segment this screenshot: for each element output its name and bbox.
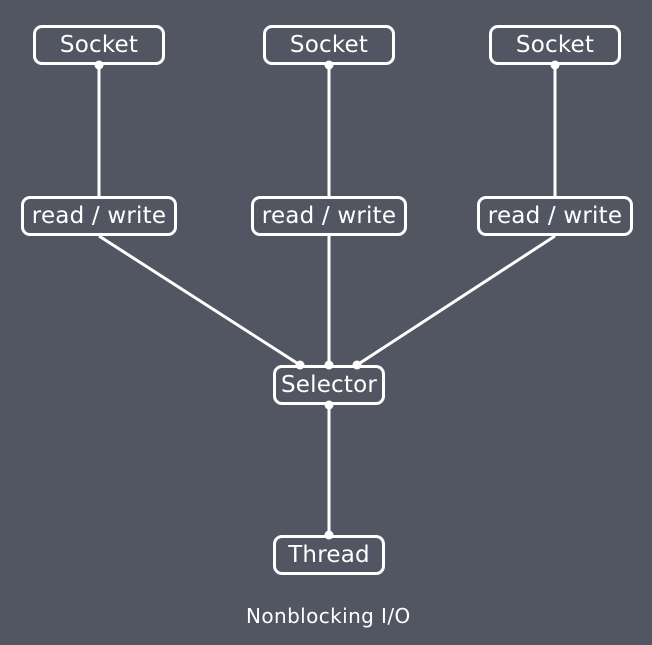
node-socket-2[interactable]: Socket bbox=[263, 25, 395, 65]
node-rw-1[interactable]: read / write bbox=[21, 196, 177, 236]
node-thread-label: Thread bbox=[288, 541, 370, 568]
node-rw-2-label: read / write bbox=[261, 202, 397, 229]
node-socket-3-label: Socket bbox=[515, 31, 595, 58]
connection-ports-group bbox=[94, 60, 560, 540]
node-selector[interactable]: Selector bbox=[273, 365, 385, 405]
edges-group bbox=[97, 65, 557, 535]
node-selector-label: Selector bbox=[280, 371, 378, 398]
node-socket-3[interactable]: Socket bbox=[489, 25, 621, 65]
node-socket-1-label: Socket bbox=[59, 31, 139, 58]
edge-rw3-to-selector bbox=[356, 234, 556, 367]
edge-rw1-to-selector bbox=[98, 234, 301, 367]
node-rw-2[interactable]: read / write bbox=[251, 196, 407, 236]
node-rw-3[interactable]: read / write bbox=[477, 196, 633, 236]
node-rw-3-label: read / write bbox=[487, 202, 623, 229]
node-socket-2-label: Socket bbox=[289, 31, 369, 58]
node-rw-1-label: read / write bbox=[31, 202, 167, 229]
node-socket-1[interactable]: Socket bbox=[33, 25, 165, 65]
diagram-caption: Nonblocking I/O bbox=[246, 604, 411, 628]
node-thread[interactable]: Thread bbox=[273, 535, 385, 575]
